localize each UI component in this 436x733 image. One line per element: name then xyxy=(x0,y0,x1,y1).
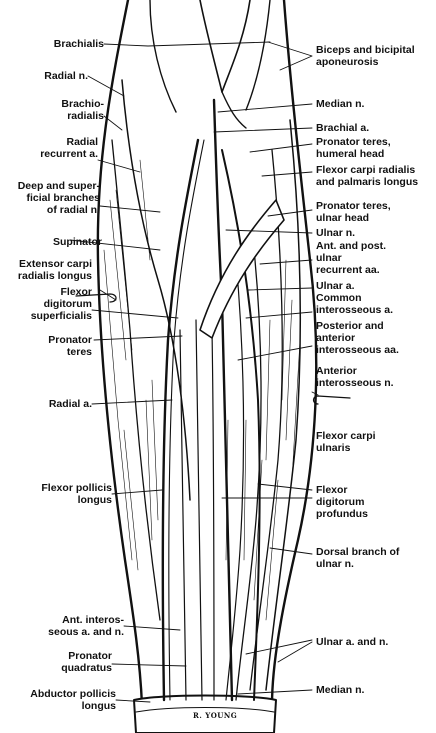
label-supinator: Supinator xyxy=(53,236,102,248)
label-ulnar-artery: Ulnar a. xyxy=(316,280,355,292)
flexor-carpi-ulnaris-muscle xyxy=(265,119,301,691)
retractor-hook-right xyxy=(312,395,351,405)
biceps-muscle xyxy=(199,0,251,93)
label-pronator-ulnar-head: Pronator teres, ulnar head xyxy=(316,200,391,224)
label-flexor-carpi-ulnaris: Flexor carpi ulnaris xyxy=(316,430,376,454)
ulnar-artery xyxy=(221,149,261,701)
label-pronator-humeral-head: Pronator teres, humeral head xyxy=(316,136,391,160)
label-extensor-carpi: Extensor carpi radialis longus xyxy=(17,258,92,282)
pronator-teres-muscle xyxy=(199,199,285,339)
label-median-nerve: Median n. xyxy=(316,98,365,110)
label-flexor-carpi-radialis: Flexor carpi radialis and palmaris longu… xyxy=(316,164,419,188)
brachialis-muscle xyxy=(149,0,271,113)
brachioradialis-muscle xyxy=(121,79,191,501)
label-flexor-digitorum-profundus: Flexor digitorum profundus xyxy=(316,484,368,520)
label-brachial-artery: Brachial a. xyxy=(316,122,370,134)
label-post-ant-interosseous: Posterior and anterior interosseous aa. xyxy=(316,320,399,356)
retractor-hook-left xyxy=(75,293,117,303)
label-brachialis: Brachialis xyxy=(53,38,104,50)
label-biceps: Biceps and bicipital aponeurosis xyxy=(316,44,415,68)
label-radial-artery: Radial a. xyxy=(48,398,92,410)
label-anterior-interosseous-nerve: Anterior interosseous n. xyxy=(316,365,394,389)
label-ulnar-a-and-n: Ulnar a. and n. xyxy=(316,636,389,648)
label-median-nerve-bottom: Median n. xyxy=(316,684,365,696)
label-pronator-teres: Pronator teres xyxy=(48,334,92,358)
label-ulnar-recurrent: Ant. and post. ulnar recurrent aa. xyxy=(316,240,386,276)
label-dorsal-branch-ulnar: Dorsal branch of ulnar n. xyxy=(316,546,400,570)
label-ulnar-nerve: Ulnar n. xyxy=(316,227,356,239)
label-radial-recurrent: Radial recurrent a. xyxy=(40,136,98,160)
radial-artery xyxy=(161,138,200,702)
label-radial-nerve: Radial n. xyxy=(44,70,88,82)
label-flexor-pollicis: Flexor pollicis longus xyxy=(41,482,112,506)
muscle-fiber-hatching xyxy=(103,159,301,621)
artist-signature: R. YOUNG xyxy=(193,711,238,720)
median-nerve xyxy=(212,98,234,702)
flexor-tendons xyxy=(179,319,215,701)
label-brachioradialis: Brachio- radialis xyxy=(61,98,104,122)
label-ant-interosseous: Ant. interos- seous a. and n. xyxy=(48,614,124,638)
label-pronator-quadratus: Pronator quadratus xyxy=(61,650,112,674)
label-flexor-digitorum-superficialis: Flexor digitorum superficialis xyxy=(30,286,92,322)
label-abductor-pollicis: Abductor pollicis longus xyxy=(30,688,116,712)
leader-lines xyxy=(69,41,319,703)
label-deep-superficial-branches: Deep and super- ficial branches of radia… xyxy=(17,180,100,216)
label-common-interosseous: Common interosseous a. xyxy=(316,292,394,316)
flexor-digitorum-profundus-muscle xyxy=(235,229,262,701)
